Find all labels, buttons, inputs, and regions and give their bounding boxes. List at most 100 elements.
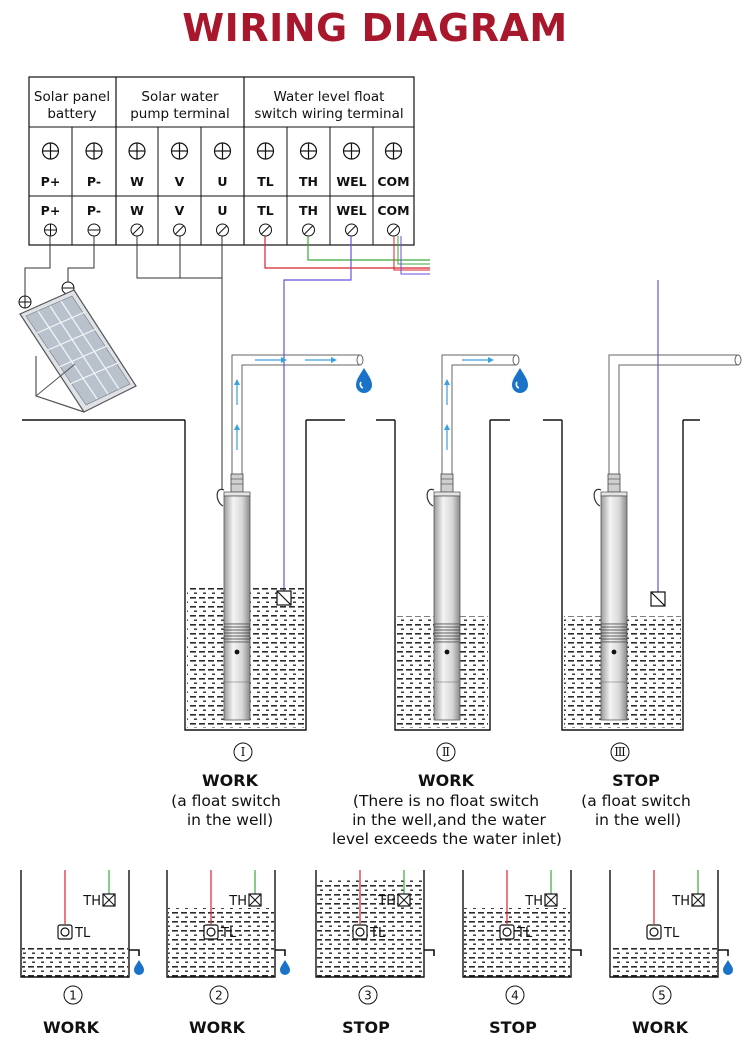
flow-arrows xyxy=(234,357,494,450)
state-number: 1 xyxy=(69,989,77,1003)
slot-screw-icon xyxy=(302,223,315,237)
state-number: 5 xyxy=(658,989,666,1003)
terminal-screw-icon xyxy=(85,142,103,160)
tl-switch-icon xyxy=(646,924,662,940)
scenario-desc-line: in the well) xyxy=(187,811,273,829)
scenario-1: Ⅰ WORK (a float switch in the well) xyxy=(171,742,281,829)
state-status: STOP xyxy=(342,1018,390,1037)
tank-outline xyxy=(166,870,276,978)
tl-switch-icon xyxy=(352,924,368,940)
terminal-label-top: U xyxy=(217,174,227,189)
scenario-desc-line: (a float switch xyxy=(581,792,691,810)
terminal-screw-icon xyxy=(213,142,232,160)
plus-icon xyxy=(44,223,57,237)
th-switch-icon xyxy=(544,893,558,907)
terminal-tl: TL TL xyxy=(256,142,275,237)
scenario-status: WORK xyxy=(202,771,259,790)
group-label-solar-line2: battery xyxy=(47,106,96,122)
tank-states: THTL1WORKTHTL2WORKTHTL3STOPTHTL4STOPTHTL… xyxy=(20,870,733,1037)
scenario-desc-line: (a float switch xyxy=(171,792,281,810)
terminal-screw-icon xyxy=(256,142,275,160)
tl-label: TL xyxy=(516,926,533,941)
tl-switch-icon xyxy=(203,924,219,940)
outlet-pipe-icon xyxy=(128,949,140,957)
th-switch-icon xyxy=(248,893,262,907)
terminal-label-top: P- xyxy=(87,174,101,189)
water-drop-icon xyxy=(280,960,290,975)
terminal-screw-icon xyxy=(384,142,403,160)
terminal-label-top: COM xyxy=(377,174,409,189)
terminal-label-top: V xyxy=(175,174,185,189)
terminal-screw-icon xyxy=(342,142,361,160)
state-number-circle xyxy=(652,985,672,1005)
terminal-label-bottom: WEL xyxy=(336,203,366,218)
scenario-status: STOP xyxy=(612,771,660,790)
terminal-label-bottom: V xyxy=(175,203,185,218)
group-label-pump-line1: Solar water xyxy=(141,89,219,105)
terminal-w: WW xyxy=(128,142,146,237)
terminal-label-top: W xyxy=(130,174,144,189)
terminal-pminus: P-P- xyxy=(85,142,103,237)
th-switch-icon xyxy=(397,893,411,907)
state-status: WORK xyxy=(189,1018,246,1037)
terminal-screw-icon xyxy=(41,142,60,160)
terminal-label-top: TL xyxy=(257,174,274,189)
scenario-numeral: Ⅰ xyxy=(241,745,246,759)
tl-label: TL xyxy=(74,926,91,941)
tl-label: TL xyxy=(220,926,237,941)
terminal-label-bottom: U xyxy=(217,203,227,218)
terminal-v: VV xyxy=(170,142,189,237)
scenario-2: Ⅱ WORK (There is no float switch in the … xyxy=(332,742,562,848)
pipe-ends xyxy=(356,354,742,366)
state-number-circle xyxy=(209,985,229,1005)
scenario-desc-line: in the well,and the water xyxy=(352,811,546,829)
state-number-circle xyxy=(505,985,525,1005)
th-switch-icon xyxy=(102,893,116,907)
state-number: 2 xyxy=(215,989,223,1003)
terminal-label-bottom: TH xyxy=(299,203,318,218)
th-label: TH xyxy=(671,894,690,909)
scenario-3: Ⅲ STOP (a float switch in the well) xyxy=(581,742,691,829)
state-number: 3 xyxy=(364,989,372,1003)
water-drop-icon xyxy=(723,960,733,975)
terminal-label-bottom: P+ xyxy=(41,203,61,218)
scenario-numeral: Ⅱ xyxy=(442,745,450,759)
slot-screw-icon xyxy=(130,223,144,237)
wells xyxy=(22,419,700,731)
state-status: WORK xyxy=(43,1018,100,1037)
outlet-pipe-icon xyxy=(423,949,435,957)
tl-switch-icon xyxy=(499,924,515,940)
outlet-pipe-icon xyxy=(274,949,286,957)
scenario-desc-line: in the well) xyxy=(595,811,681,829)
minus-icon xyxy=(87,223,101,237)
state-number-circle xyxy=(63,985,83,1005)
slot-screw-icon xyxy=(173,223,186,237)
tank-outline xyxy=(20,870,130,978)
th-label: TH xyxy=(228,894,247,909)
tank-water xyxy=(168,908,274,977)
scenario-labels: Ⅰ WORK (a float switch in the well) Ⅱ WO… xyxy=(171,742,691,848)
tank-water xyxy=(22,946,128,977)
tank-water xyxy=(611,946,717,977)
outlet-pipe-icon xyxy=(570,949,582,957)
terminal-label-bottom: TL xyxy=(257,203,274,218)
state-status: STOP xyxy=(489,1018,537,1037)
panel-plus-icon xyxy=(18,295,32,309)
pipes xyxy=(231,354,738,476)
th-label: TH xyxy=(377,894,396,909)
terminal-pplus: P+P+ xyxy=(41,142,61,237)
diagram-title: WIRING DIAGRAM xyxy=(182,6,568,50)
terminal-screw-icon xyxy=(299,142,318,160)
state-status: WORK xyxy=(632,1018,689,1037)
group-label-float-line1: Water level float xyxy=(274,89,385,105)
th-switch-icon xyxy=(691,893,705,907)
th-label: TH xyxy=(524,894,543,909)
